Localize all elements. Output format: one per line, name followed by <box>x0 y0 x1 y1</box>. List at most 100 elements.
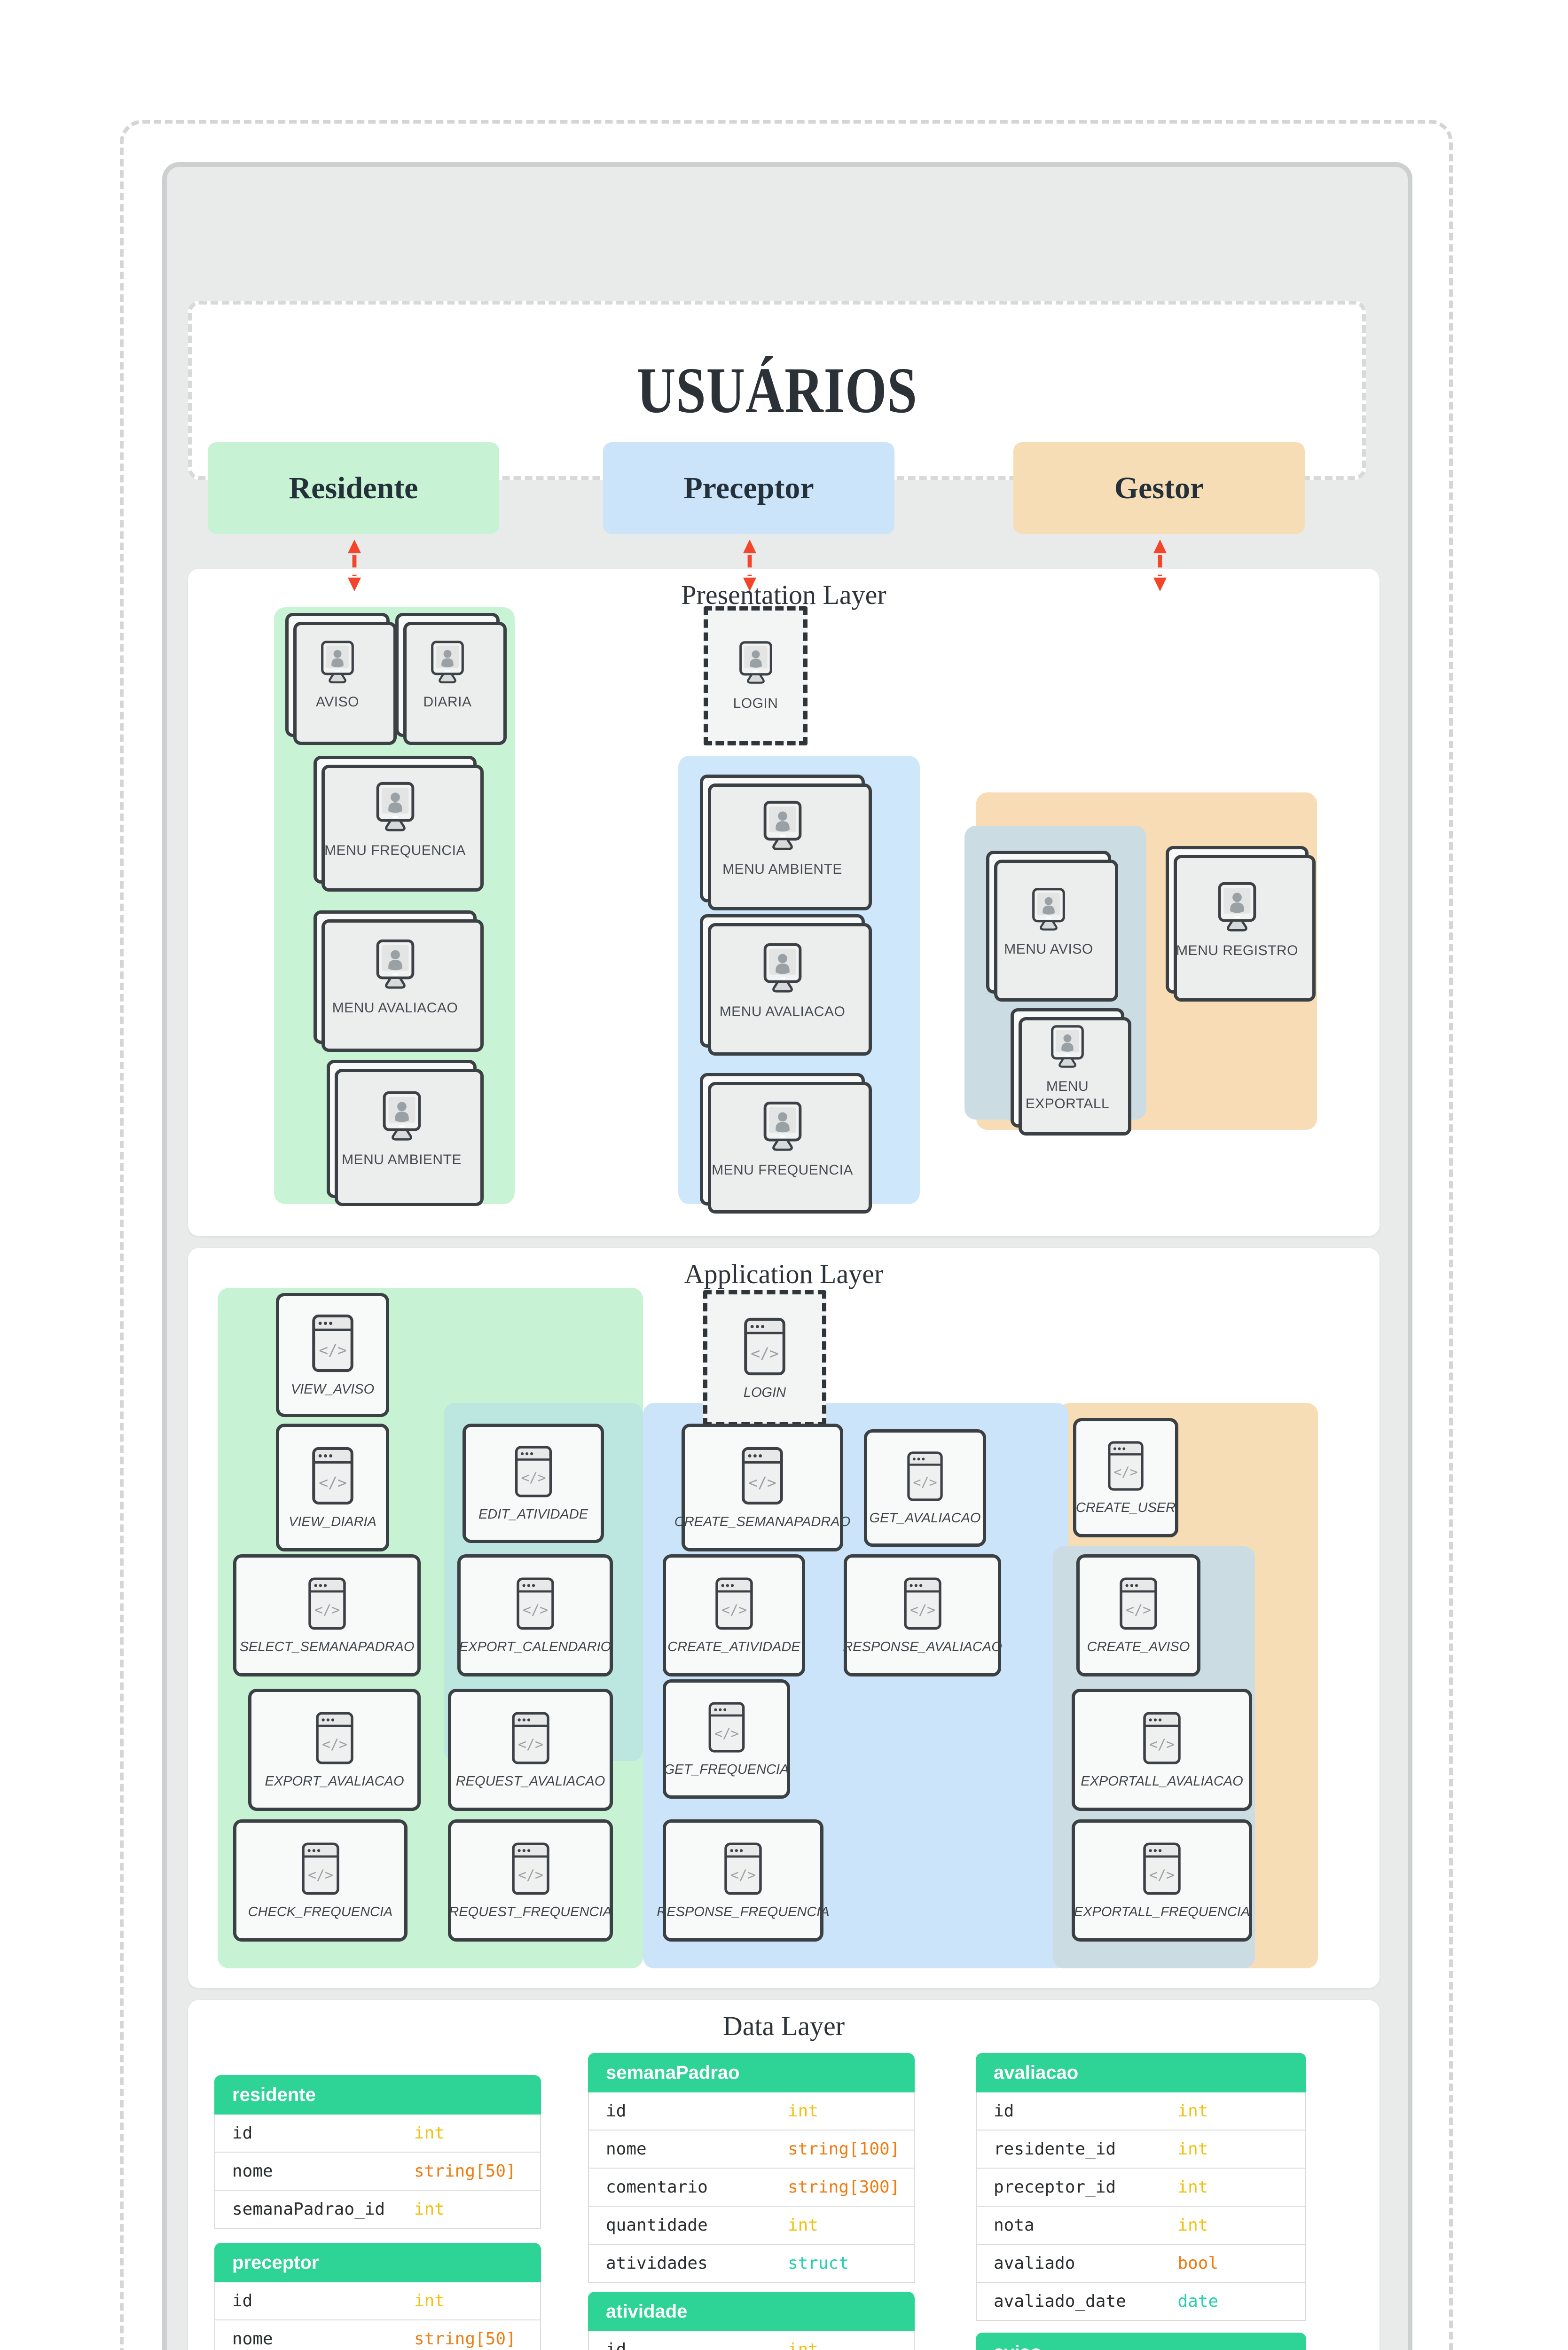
field-name: semanaPadrao_id <box>232 2200 385 2219</box>
table-row: id int <box>976 2092 1306 2131</box>
application-card-view-aviso[interactable]: VIEW_AVISO <box>276 1293 389 1417</box>
db-table-preceptor: preceptoridintnomestring[50]semanaPadrao… <box>214 2243 541 2350</box>
field-type: int <box>1177 2139 1208 2159</box>
monitor-user-icon <box>752 799 813 854</box>
code-window-icon <box>721 1841 766 1896</box>
application-card-select-semanapadrao[interactable]: SELECT_SEMANAPADRAO <box>233 1554 421 1676</box>
field-name: id <box>994 2101 1014 2121</box>
card-label: LOGIN <box>743 1385 786 1400</box>
table-header: aviso <box>976 2333 1306 2350</box>
actor-gestor[interactable]: Gestor <box>1013 442 1305 534</box>
code-window-icon <box>900 1576 945 1631</box>
application-card-view-diaria[interactable]: VIEW_DIARIA <box>276 1424 389 1551</box>
application-card-create-user[interactable]: CREATE_USER <box>1073 1418 1178 1537</box>
card-label: REQUEST_AVALIACAO <box>455 1773 605 1789</box>
presentation-card-menu-exportall[interactable]: MENU EXPORTALL <box>1011 1008 1131 1136</box>
db-table-atividade: atividadeidintnomestring[100]comentarios… <box>588 2292 915 2350</box>
code-window-icon <box>740 1445 785 1506</box>
field-name: comentario <box>606 2178 708 2197</box>
field-type: string[50] <box>414 2162 516 2181</box>
card-label: EXPORTALL_FREQUENCIA <box>1074 1904 1250 1919</box>
card-label: MENU REGISTRO <box>1176 943 1298 959</box>
presentation-card-menu-avaliacao-residente[interactable]: MENU AVALIACAO <box>314 910 484 1052</box>
code-window-icon <box>513 1576 558 1631</box>
application-card-create-semanapadrao[interactable]: CREATE_SEMANAPADRAO <box>674 1424 850 1551</box>
field-name: id <box>606 2340 627 2350</box>
field-type: date <box>1177 2292 1219 2311</box>
application-card-export-calendario[interactable]: EXPORT_CALENDARIO <box>457 1554 613 1676</box>
presentation-card-menu-frequencia-residente[interactable]: MENU FREQUENCIA <box>314 756 484 892</box>
code-window-icon <box>1116 1576 1161 1631</box>
field-type: int <box>414 2123 445 2143</box>
card-label: CREATE_ATIVIDADE <box>667 1639 800 1654</box>
field-type: string[100] <box>787 2139 900 2159</box>
presentation-card-menu-ambiente-residente[interactable]: MENU AMBIENTE <box>327 1060 484 1206</box>
table-row: quantidade int <box>588 2207 915 2245</box>
application-layer: Application Layer LOGIN VIEW_AVISO VIEW_… <box>188 1248 1380 1988</box>
application-card-exportall-avaliacao[interactable]: EXPORTALL_AVALIACAO <box>1072 1689 1252 1811</box>
application-card-response-avaliacao[interactable]: RESPONSE_AVALIACAO <box>843 1554 1002 1676</box>
application-card-login[interactable]: LOGIN <box>703 1290 826 1426</box>
application-card-create-aviso[interactable]: CREATE_AVISO <box>1076 1554 1200 1676</box>
table-header: atividade <box>588 2292 915 2331</box>
monitor-user-icon <box>752 1099 813 1155</box>
application-card-export-avaliacao[interactable]: EXPORT_AVALIACAO <box>248 1689 421 1811</box>
card-label: EDIT_ATIVIDADE <box>478 1506 588 1522</box>
card-label: EXPORT_CALENDARIO <box>459 1639 612 1654</box>
field-type: int <box>787 2340 818 2350</box>
field-name: avaliado <box>994 2254 1075 2273</box>
card-label: AVISO <box>316 694 359 710</box>
monitor-user-icon <box>311 639 364 687</box>
field-name: quantidade <box>606 2216 708 2235</box>
card-label: CHECK_FREQUENCIA <box>248 1904 393 1919</box>
preceptor-presentation-arrow-icon <box>739 540 760 591</box>
field-name: nota <box>994 2216 1035 2235</box>
presentation-card-menu-aviso[interactable]: MENU AVISO <box>986 851 1118 1002</box>
card-label: VIEW_AVISO <box>290 1381 375 1397</box>
presentation-card-menu-registro[interactable]: MENU REGISTRO <box>1166 846 1316 1002</box>
application-card-edit-atividade[interactable]: EDIT_ATIVIDADE <box>463 1424 604 1543</box>
field-type: struct <box>787 2254 849 2273</box>
application-card-check-frequencia[interactable]: CHECK_FREQUENCIA <box>233 1819 408 1942</box>
actor-preceptor[interactable]: Preceptor <box>603 442 894 534</box>
presentation-layer-title: Presentation Layer <box>681 580 886 610</box>
table-row: id int <box>588 2331 915 2350</box>
gestor-presentation-arrow-icon <box>1150 540 1170 591</box>
application-card-get-frequencia[interactable]: GET_FREQUENCIA <box>663 1679 790 1799</box>
presentation-card-menu-frequencia-preceptor[interactable]: MENU FREQUENCIA <box>700 1073 872 1214</box>
db-table-aviso: avisoidinttextostring[300]todosboolseman… <box>976 2333 1306 2350</box>
presentation-card-menu-avaliacao-preceptor[interactable]: MENU AVALIACAO <box>700 914 872 1056</box>
application-card-request-frequencia[interactable]: REQUEST_FREQUENCIA <box>448 1819 613 1942</box>
field-type: int <box>787 2101 818 2121</box>
card-label: GET_FREQUENCIA <box>664 1762 789 1777</box>
presentation-card-aviso[interactable]: AVISO <box>285 613 397 745</box>
field-name: id <box>232 2123 253 2143</box>
card-label: CREATE_SEMANAPADRAO <box>674 1514 851 1529</box>
application-card-create-atividade[interactable]: CREATE_ATIVIDADE <box>663 1554 805 1676</box>
actor-residente[interactable]: Residente <box>208 442 499 534</box>
field-type: int <box>787 2216 818 2235</box>
application-card-response-frequencia[interactable]: RESPONSE_FREQUENCIA <box>657 1819 830 1942</box>
application-card-exportall-frequencia[interactable]: EXPORTALL_FREQUENCIA <box>1072 1819 1252 1942</box>
page-title: USUÁRIOS <box>636 354 917 426</box>
field-type: int <box>1177 2178 1208 2197</box>
monitor-user-icon <box>729 639 782 687</box>
code-window-icon <box>305 1576 350 1631</box>
presentation-card-diaria[interactable]: DIARIA <box>395 613 507 745</box>
application-card-request-avaliacao[interactable]: REQUEST_AVALIACAO <box>448 1689 613 1811</box>
presentation-card-login[interactable]: LOGIN <box>704 606 808 745</box>
application-card-get-avaliacao[interactable]: GET_AVALIACAO <box>864 1429 986 1547</box>
card-label: EXPORT_AVALIACAO <box>265 1773 404 1789</box>
card-label: REQUEST_FREQUENCIA <box>449 1904 612 1919</box>
presentation-card-menu-ambiente-preceptor[interactable]: MENU AMBIENTE <box>700 775 872 910</box>
field-type: int <box>1177 2101 1208 2121</box>
